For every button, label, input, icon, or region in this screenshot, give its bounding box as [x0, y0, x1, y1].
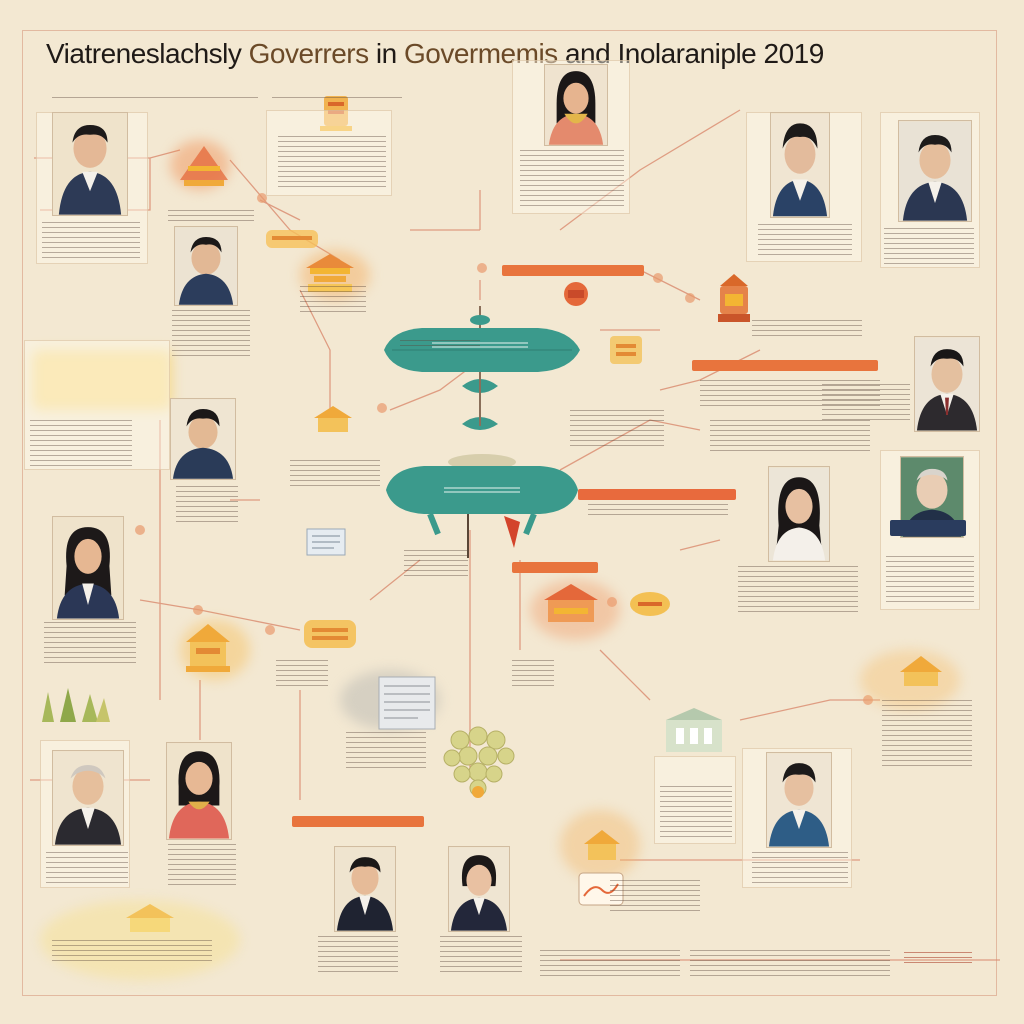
- connector-text: [700, 380, 880, 410]
- person-bio-text: [758, 224, 852, 258]
- pagoda-emblem-icon: [310, 402, 356, 438]
- connector-text: [290, 460, 380, 490]
- person-portrait-icon: [166, 742, 232, 840]
- label-bar: [292, 816, 424, 827]
- pagoda-emblem-icon: [300, 610, 360, 658]
- person-portrait-icon: [52, 516, 124, 620]
- glow-yellow-left: [32, 350, 172, 410]
- label-bar: [578, 489, 736, 500]
- connector-text: [610, 880, 700, 914]
- pagoda-emblem-icon: [176, 140, 232, 190]
- person-bio-text: [176, 486, 238, 522]
- connector-text: [570, 410, 664, 446]
- connector-text: [168, 210, 254, 222]
- connector-text: [404, 550, 468, 576]
- text-card-lines: [278, 136, 386, 188]
- connector-text: [52, 940, 212, 962]
- pagoda-emblem-icon: [536, 580, 606, 636]
- pagoda-emblem-icon: [716, 272, 752, 328]
- person-bio-text: [822, 384, 910, 420]
- person-bio-text: [30, 420, 132, 466]
- person-portrait-icon: [334, 846, 396, 932]
- person-bio-text: [752, 852, 848, 884]
- person-bio-text: [738, 566, 858, 616]
- person-bio-text: [318, 936, 398, 976]
- label-bar: [890, 520, 966, 536]
- header-text-lines: [52, 97, 258, 100]
- person-portrait-icon: [766, 752, 832, 848]
- connector-text: [882, 700, 972, 770]
- title-word-2: Goverrers: [248, 38, 369, 69]
- connector-text: [752, 320, 862, 340]
- title-word-4: Govermemis: [403, 38, 558, 69]
- title-word-3: in: [375, 38, 397, 69]
- person-bio-text: [440, 936, 522, 976]
- pagoda-emblem-icon: [264, 222, 320, 256]
- person-portrait-icon: [768, 466, 830, 562]
- text-card: [654, 756, 736, 844]
- title-word-5: and: [564, 38, 611, 69]
- central-hub-lower: [384, 448, 580, 558]
- grape-cluster-icon: [438, 716, 518, 802]
- person-bio-text: [42, 222, 140, 262]
- pagoda-emblem-icon: [606, 330, 646, 370]
- person-portrait-icon: [448, 846, 510, 932]
- connector-text: [710, 420, 870, 454]
- pagoda-emblem-icon: [180, 620, 236, 680]
- central-hub-upper: [382, 306, 582, 430]
- person-portrait-icon: [52, 112, 128, 216]
- title-word-7: 2019: [763, 38, 825, 69]
- tree-row-icon: [34, 686, 110, 724]
- pagoda-emblem-icon: [560, 278, 592, 310]
- person-portrait-icon: [52, 750, 124, 846]
- person-bio-text: [886, 556, 974, 606]
- connector-text: [276, 660, 328, 686]
- pagoda-emblem-icon: [580, 826, 624, 866]
- pagoda-emblem-icon: [318, 88, 354, 136]
- document-thumbnail-icon: [378, 676, 436, 730]
- person-bio-text: [520, 150, 624, 210]
- label-bar: [502, 265, 644, 276]
- footer-stamp-text: [904, 952, 972, 966]
- connector-text: [346, 732, 426, 772]
- person-portrait-icon: [174, 226, 238, 306]
- person-card: [24, 340, 170, 470]
- pagoda-emblem-icon: [628, 588, 672, 620]
- person-portrait-icon: [898, 120, 972, 222]
- connector-text: [540, 950, 680, 976]
- person-bio-text: [172, 310, 250, 360]
- text-card-lines: [660, 786, 732, 838]
- header-text-lines: [272, 97, 402, 100]
- title-word-1: Viatreneslachsly: [46, 38, 242, 69]
- person-bio-text: [46, 852, 128, 886]
- building-sketch-icon: [662, 706, 726, 758]
- label-bar: [692, 360, 878, 371]
- connector-text: [300, 286, 366, 316]
- person-portrait-icon: [914, 336, 980, 432]
- person-bio-text: [44, 622, 136, 664]
- title-word-6: Inolaraniple: [617, 38, 757, 69]
- pagoda-emblem-icon: [300, 250, 360, 300]
- pagoda-emblem-icon: [120, 900, 180, 940]
- person-bio-text: [168, 844, 236, 886]
- person-portrait-icon: [544, 64, 608, 146]
- poster-frame: [22, 30, 997, 996]
- document-thumbnail-icon: [306, 528, 346, 556]
- text-card: [266, 110, 392, 196]
- connector-text: [690, 950, 890, 976]
- person-portrait-icon: [770, 112, 830, 218]
- label-bar: [512, 562, 598, 573]
- connector-text: [512, 660, 554, 686]
- pagoda-emblem-icon: [896, 652, 946, 692]
- person-bio-text: [884, 228, 974, 266]
- map-thumbnail-icon: [578, 872, 624, 906]
- connector-text: [588, 504, 728, 518]
- connector-text: [400, 340, 480, 350]
- poster-title: Viatreneslachsly Goverrers in Govermemis…: [46, 38, 846, 70]
- person-portrait-icon: [170, 398, 236, 480]
